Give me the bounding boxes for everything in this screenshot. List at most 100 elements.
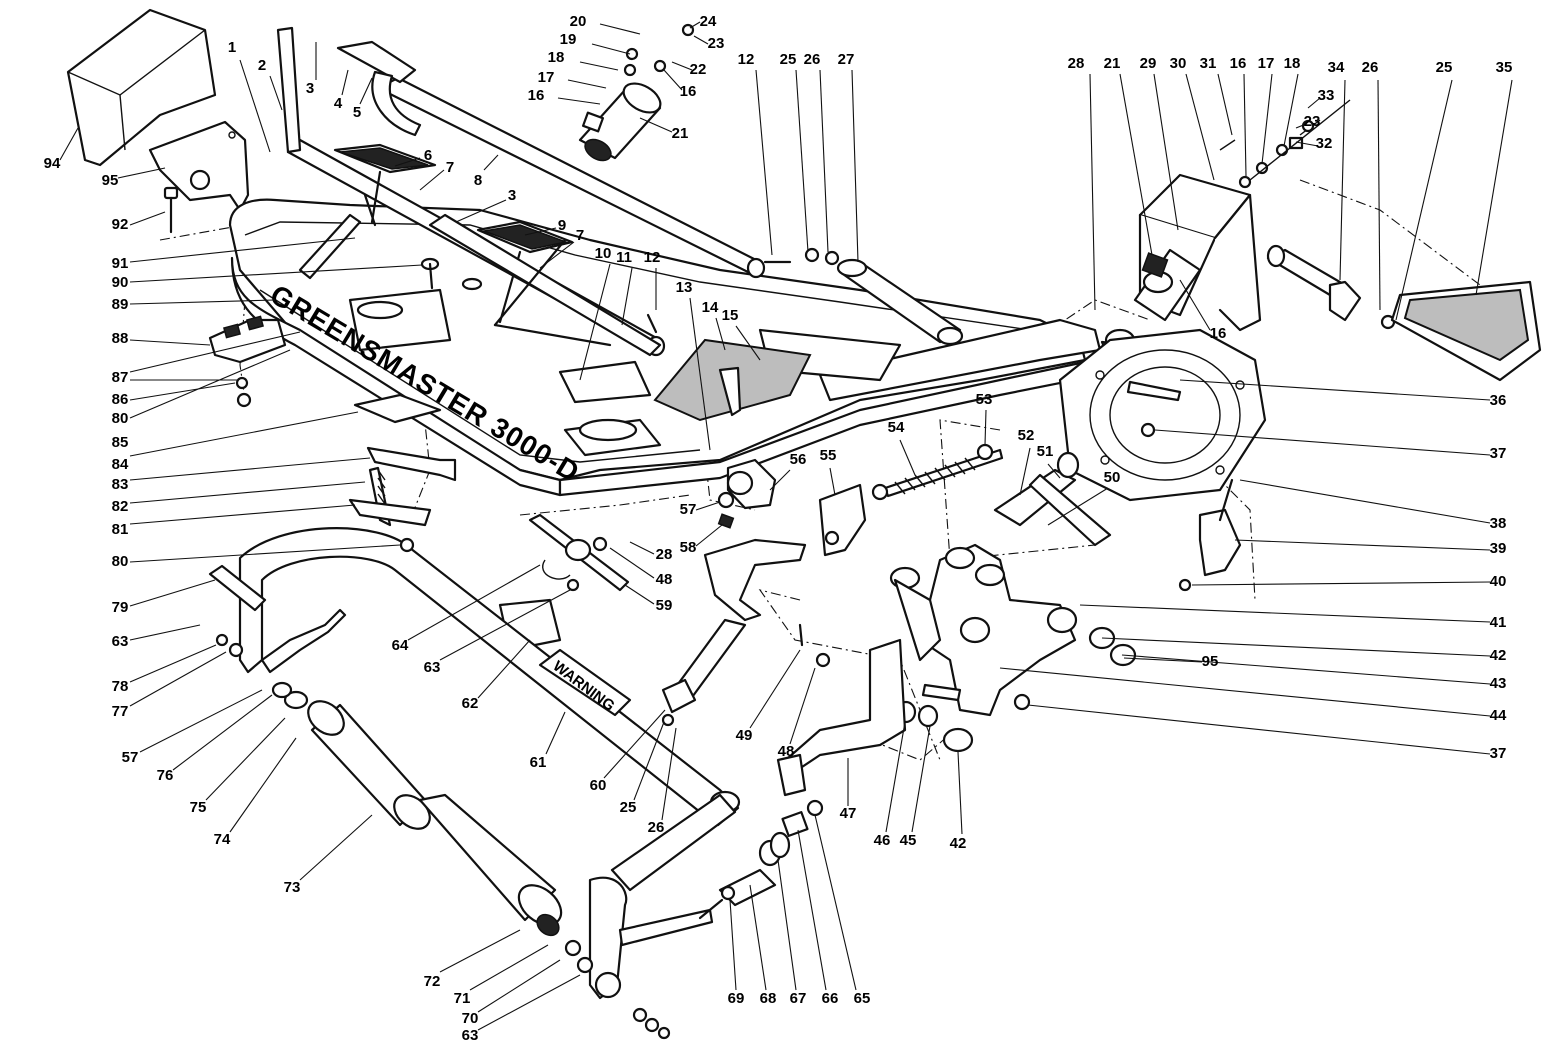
spring-46	[895, 683, 962, 728]
leader-line-68	[749, 884, 767, 991]
leader-line-63	[439, 589, 571, 661]
leader-line-10	[579, 263, 611, 381]
callout-63: 63	[424, 659, 441, 676]
callout-10: 10	[595, 245, 612, 262]
callout-32: 32	[1316, 135, 1333, 152]
leader-line-24	[689, 21, 701, 29]
leader-line-59	[624, 584, 655, 605]
callout-16: 16	[1230, 55, 1247, 72]
callout-28: 28	[1068, 55, 1085, 72]
callout-15: 15	[722, 307, 739, 324]
leader-line-25	[1395, 79, 1453, 321]
callout-4: 4	[334, 95, 343, 112]
leader-line-80	[129, 382, 236, 401]
leader-line-17	[1261, 73, 1273, 165]
transmission-housing	[1058, 328, 1267, 502]
bolt-90	[420, 257, 483, 291]
leader-line-18	[1283, 73, 1299, 147]
callout-39: 39	[1490, 540, 1507, 557]
callout-34: 34	[1328, 59, 1345, 76]
callout-78: 78	[112, 678, 129, 695]
callout-60: 60	[590, 777, 607, 794]
leader-line-43	[1121, 654, 1491, 685]
bolt-63	[632, 1007, 671, 1040]
leader-line-21	[1119, 73, 1153, 256]
support-arm-79	[208, 564, 347, 674]
leader-line-82	[129, 481, 366, 504]
pedal-9	[476, 220, 574, 324]
leader-line-18	[579, 61, 619, 71]
leader-line-35	[1475, 79, 1513, 296]
leader-line-85	[129, 349, 291, 419]
callout-82: 82	[112, 498, 129, 515]
leader-line-21	[639, 117, 673, 133]
callout-16: 16	[528, 87, 545, 104]
callout-19: 19	[560, 31, 577, 48]
leader-line-65	[814, 814, 857, 991]
callout-2: 2	[258, 57, 266, 74]
lever-47	[776, 623, 907, 797]
callout-25: 25	[780, 51, 797, 68]
leader-line-78	[129, 644, 217, 683]
leader-line-29	[1153, 73, 1179, 231]
leader-line-23	[1295, 123, 1307, 129]
callout-63: 63	[112, 633, 129, 650]
leader-line-15	[735, 325, 761, 361]
callout-7: 7	[576, 227, 584, 244]
leader-line-33	[1307, 97, 1321, 109]
callout-11: 11	[616, 249, 632, 266]
leader-line-37	[1027, 704, 1491, 755]
leader-line-7	[539, 241, 575, 269]
callout-40: 40	[1490, 573, 1507, 590]
callout-26: 26	[1362, 59, 1379, 76]
callout-54: 54	[888, 419, 905, 436]
callout-66: 66	[822, 990, 839, 1007]
callout-49: 49	[736, 727, 753, 744]
callout-57: 57	[680, 501, 697, 518]
callout-28: 28	[656, 546, 673, 563]
leader-line-51	[1047, 463, 1061, 479]
leader-line-91	[129, 237, 356, 263]
leader-line-22	[671, 61, 693, 71]
callout-90: 90	[112, 274, 129, 291]
callout-22: 22	[690, 61, 707, 78]
callout-3: 3	[508, 187, 516, 204]
leader-line-54	[899, 439, 916, 476]
leader-line-89	[129, 299, 276, 305]
callout-52: 52	[1018, 427, 1035, 444]
leader-line-41	[1079, 604, 1491, 623]
leader-line-17	[567, 79, 607, 89]
leader-line-95	[117, 167, 166, 179]
pivot-tube-27	[804, 247, 964, 346]
leader-line-76	[172, 694, 273, 771]
leader-line-2	[269, 75, 283, 111]
pivot-housing	[889, 543, 1137, 753]
leader-line-46	[885, 721, 906, 833]
spring-stack	[698, 799, 824, 920]
leader-line-53	[984, 409, 987, 446]
leader-line-45	[911, 725, 931, 833]
callout-91: 91	[112, 255, 129, 272]
leader-line-28	[1089, 73, 1096, 311]
pedal-4	[336, 40, 422, 137]
callout-58: 58	[680, 539, 697, 556]
leader-line-36	[1179, 379, 1491, 401]
leader-line-1	[239, 59, 271, 153]
bracket-60	[661, 538, 807, 727]
leader-line-32	[1295, 141, 1319, 147]
leader-line-55	[829, 467, 836, 496]
callout-17: 17	[1258, 55, 1275, 72]
leader-line-13	[689, 297, 711, 451]
callout-47: 47	[840, 805, 857, 822]
callout-79: 79	[112, 599, 129, 616]
bracket-55	[717, 458, 867, 557]
callout-29: 29	[1140, 55, 1157, 72]
leader-line-64	[407, 564, 541, 641]
callout-25: 25	[620, 799, 637, 816]
pin-12a	[646, 313, 658, 334]
foot-rest-bracket	[66, 8, 250, 212]
callout-26: 26	[804, 51, 821, 68]
callout-43: 43	[1490, 675, 1507, 692]
leader-line-63	[129, 624, 201, 641]
